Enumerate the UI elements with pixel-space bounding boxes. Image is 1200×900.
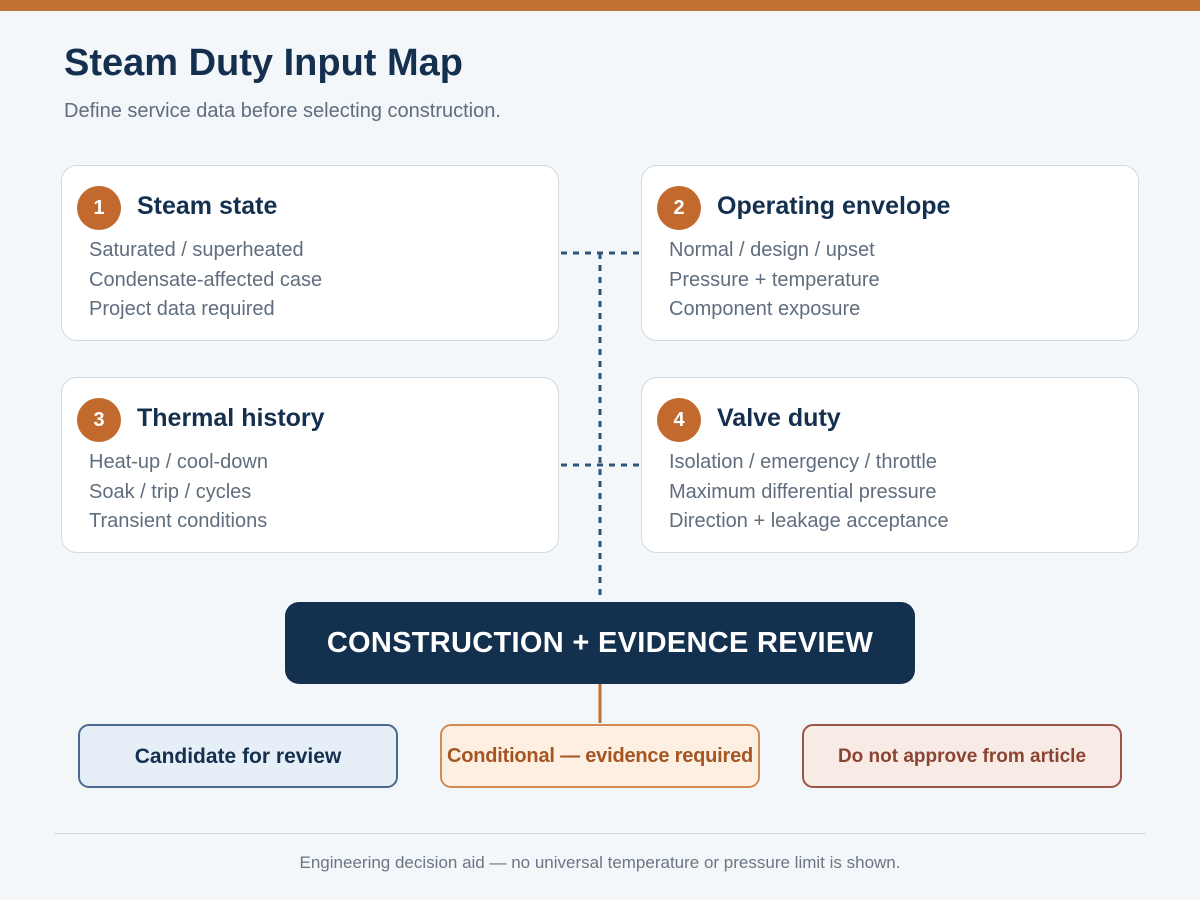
card-title: Steam state <box>137 192 278 220</box>
construction-evidence-review-box: CONSTRUCTION + EVIDENCE REVIEW <box>285 602 915 684</box>
top-accent-bar <box>0 0 1200 11</box>
card-steam-state: 1 Steam state Saturated / superheated Co… <box>61 165 559 341</box>
step-badge: 1 <box>77 186 121 230</box>
card-lines: Isolation / emergency / throttle Maximum… <box>669 448 949 537</box>
card-line: Isolation / emergency / throttle <box>669 451 937 473</box>
card-line: Soak / trip / cycles <box>89 480 252 503</box>
card-lines: Heat-up / cool-down Soak / trip / cycles… <box>89 448 268 537</box>
card-lines: Saturated / superheated Condensate-affec… <box>89 236 322 325</box>
card-line: Normal / design / upset <box>669 239 875 261</box>
card-thermal-history: 3 Thermal history Heat-up / cool-down So… <box>61 377 559 553</box>
card-operating-envelope: 2 Operating envelope Normal / design / u… <box>641 165 1139 341</box>
card-line: Component exposure <box>669 298 861 320</box>
card-line: Heat-up / cool-down <box>89 451 268 473</box>
card-title: Valve duty <box>717 404 841 432</box>
page-title: Steam Duty Input Map <box>64 42 464 84</box>
card-line: Pressure + temperature <box>669 268 880 291</box>
outcome-conditional: Conditional — evidence required <box>440 724 760 788</box>
step-badge: 4 <box>657 398 701 442</box>
card-line: Saturated / superheated <box>89 239 304 261</box>
card-valve-duty: 4 Valve duty Isolation / emergency / thr… <box>641 377 1139 553</box>
card-line: Condensate-affected case <box>89 268 323 291</box>
card-title: Operating envelope <box>717 192 951 220</box>
outcome-do-not-approve: Do not approve from article <box>802 724 1122 788</box>
outcome-candidate-for-review: Candidate for review <box>78 724 398 788</box>
footer-divider <box>54 833 1146 834</box>
card-title: Thermal history <box>137 404 325 432</box>
step-badge: 3 <box>77 398 121 442</box>
card-line: Direction + leakage acceptance <box>669 510 949 532</box>
card-line: Maximum differential pressure <box>669 480 937 503</box>
page-subtitle: Define service data before selecting con… <box>64 100 501 122</box>
card-line: Project data required <box>89 298 275 320</box>
card-lines: Normal / design / upset Pressure + tempe… <box>669 236 880 325</box>
step-badge: 2 <box>657 186 701 230</box>
card-line: Transient conditions <box>89 510 268 532</box>
footer-note: Engineering decision aid — no universal … <box>299 853 901 872</box>
